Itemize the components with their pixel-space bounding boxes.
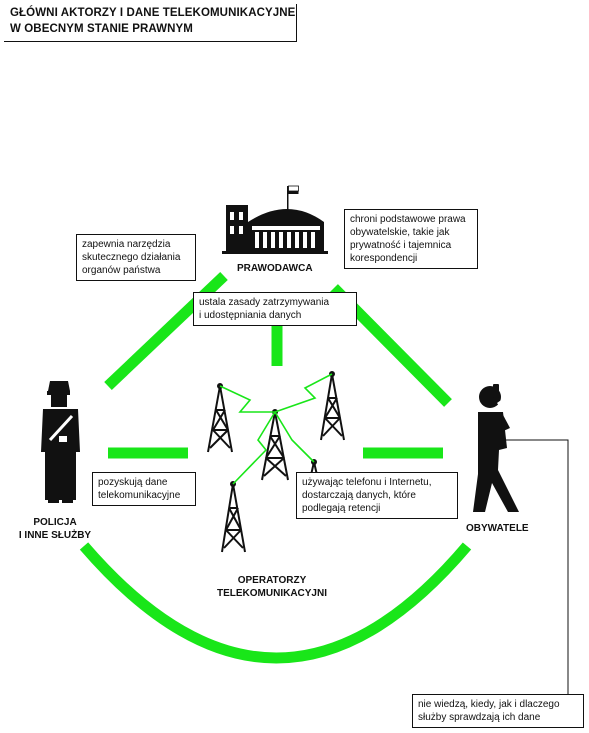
label-police-line-1: POLICJA <box>33 517 77 528</box>
box-rights-line: obywatelskie, takie jak <box>350 227 450 238</box>
link-police-citizens-arc <box>79 542 472 664</box>
box-tools-line: zapewnia narzędzia <box>82 239 171 250</box>
box-obtain-line: telekomunikacyjne <box>98 490 181 501</box>
title-box: GŁÓWNI AKTORZY I DANE TELEKOMUNIKACYJNE … <box>4 4 297 42</box>
box-rules: ustala zasady zatrzymywania i udostępnia… <box>193 292 357 326</box>
police-officer-icon <box>41 381 80 503</box>
label-operators-line-1: OPERATORZY <box>237 575 307 586</box>
signal-lightning <box>219 373 333 485</box>
connector-unaware <box>503 439 569 694</box>
transmission-tower-icon <box>207 385 233 453</box>
box-rights-line: prywatność i tajemnica <box>350 240 452 251</box>
box-unaware-line: nie wiedzą, kiedy, jak i dlaczego <box>418 699 560 710</box>
label-police: POLICJA I INNE SŁUŻBY <box>18 516 92 542</box>
box-rules-line: ustala zasady zatrzymywania <box>199 297 330 308</box>
box-obtain-line: pozyskują dane <box>98 477 168 488</box>
transmission-tower-icon <box>221 483 246 553</box>
tower-tips <box>217 371 335 487</box>
transmission-tower-icon <box>261 411 289 481</box>
box-usage-line: podlegają retencji <box>302 503 381 514</box>
label-citizens: OBYWATELE <box>466 523 529 534</box>
box-rights-line: chroni podstawowe prawa <box>350 214 466 225</box>
title-line-1: GŁÓWNI AKTORZY I DANE TELEKOMUNIKACYJNE <box>10 7 296 19</box>
parliament-icon <box>222 185 328 254</box>
title-line-2: W OBECNYM STANIE PRAWNYM <box>10 23 193 35</box>
box-rules-line: i udostępniania danych <box>199 310 302 321</box>
box-obtain: pozyskują dane telekomunikacyjne <box>92 472 196 506</box>
citizen-on-phone-icon <box>473 384 519 512</box>
box-usage: używając telefonu i Internetu, dostarcza… <box>296 472 458 519</box>
label-operators-line-2: TELEKOMUNIKACYJNI <box>216 588 327 599</box>
transmission-tower-icon <box>320 373 345 441</box>
box-rights: chroni podstawowe prawa obywatelskie, ta… <box>344 209 478 269</box>
transmission-towers <box>207 373 345 553</box>
box-tools: zapewnia narzędzia skutecznego działania… <box>76 234 196 281</box>
box-tools-line: skutecznego działania <box>82 252 181 263</box>
label-police-line-2: I INNE SŁUŻBY <box>18 530 92 541</box>
box-unaware-line: służby sprawdzają ich dane <box>418 712 541 723</box>
label-operators: OPERATORZY TELEKOMUNIKACYJNI <box>210 574 334 600</box>
box-usage-line: dostarczają danych, które <box>302 490 416 501</box>
box-tools-line: organów państwa <box>82 265 161 276</box>
label-lawmaker: PRAWODAWCA <box>237 263 313 274</box>
box-unaware: nie wiedzą, kiedy, jak i dlaczego służby… <box>412 694 584 728</box>
box-rights-line: korespondencji <box>350 253 418 264</box>
box-usage-line: używając telefonu i Internetu, <box>302 477 432 488</box>
